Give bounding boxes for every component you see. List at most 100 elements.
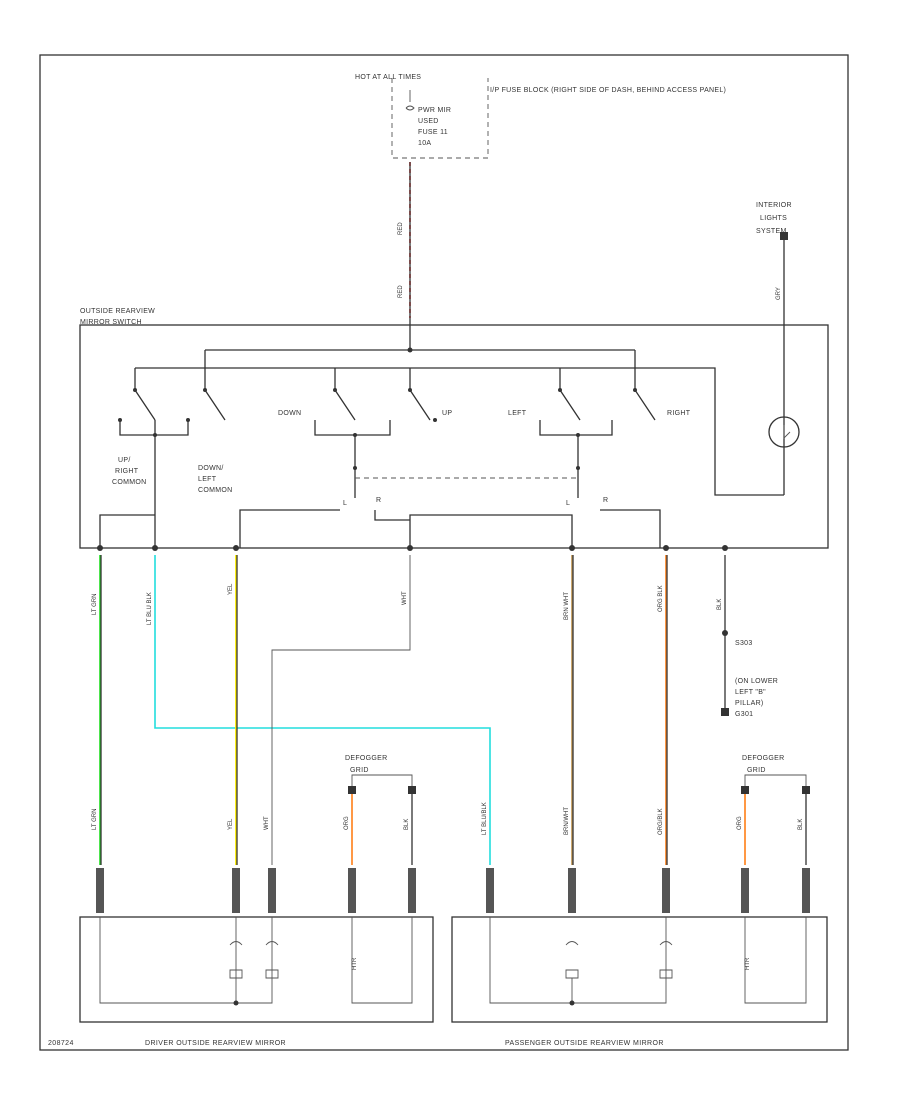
m-pin-3 bbox=[268, 868, 276, 913]
down-left-common-3: COMMON bbox=[198, 487, 232, 494]
mirror-switch-box bbox=[79, 324, 829, 549]
label-r-2: R bbox=[603, 497, 608, 504]
contact-1 bbox=[118, 418, 122, 422]
contact-6 bbox=[333, 388, 337, 392]
switch-lever-1 bbox=[134, 368, 156, 421]
defogger-2-pin-b bbox=[802, 786, 810, 794]
wire-label-blk-2: BLK bbox=[798, 819, 804, 830]
switch-title-1: OUTSIDE REARVIEW bbox=[80, 308, 155, 315]
outer-frame bbox=[39, 54, 849, 1051]
selector-right-out bbox=[374, 510, 573, 548]
defogger-grid-1 bbox=[351, 774, 413, 790]
driver-mirror-box bbox=[79, 916, 434, 1023]
defogger-label-2a: DEFOGGER bbox=[742, 755, 784, 762]
contact-5 bbox=[203, 388, 207, 392]
contact-11 bbox=[558, 388, 562, 392]
wire-label-lt-grn-b: LT GRN bbox=[92, 809, 98, 830]
contact-4 bbox=[133, 388, 137, 392]
pin-a bbox=[97, 545, 103, 551]
switch-lever-6 bbox=[634, 368, 656, 421]
label-l-1: L bbox=[343, 500, 347, 507]
fuse-label-2: USED bbox=[418, 118, 439, 125]
down-left-common-1: DOWN/ bbox=[198, 465, 224, 472]
fuse-block-text: I/P FUSE BLOCK (RIGHT SIDE OF DASH, BEHI… bbox=[490, 87, 726, 94]
interior-lights-label: INTERIOR bbox=[756, 202, 792, 209]
passenger-motor-2 bbox=[659, 941, 673, 979]
fuse-block-location: I/P FUSE BLOCK (RIGHT SIDE OF DASH, BEHI… bbox=[490, 87, 726, 94]
switch-connector-row bbox=[97, 545, 728, 551]
down-left-common-2: LEFT bbox=[198, 476, 217, 483]
interior-lights-label-2: LIGHTS bbox=[760, 215, 787, 222]
up-right-common-2: RIGHT bbox=[115, 468, 139, 475]
defogger-label-1a: DEFOGGER bbox=[345, 755, 387, 762]
switch-lever-2 bbox=[204, 368, 226, 421]
switch-lever-3 bbox=[334, 368, 356, 421]
label-down: DOWN bbox=[278, 410, 301, 417]
ground-location-3: PILLAR) bbox=[735, 700, 764, 707]
switch-contacts-center bbox=[314, 420, 391, 498]
wht-wire bbox=[271, 555, 411, 865]
fuse-label-3: FUSE 11 bbox=[418, 129, 448, 136]
contact-2 bbox=[153, 433, 157, 437]
diagram-code: 208724 bbox=[48, 1040, 74, 1047]
lamp-filament bbox=[783, 425, 791, 440]
m-pin-8 bbox=[662, 868, 670, 913]
interior-lights-label-3: SYSTEM bbox=[756, 228, 787, 235]
driver-mirror-label: DRIVER OUTSIDE REARVIEW MIRROR bbox=[145, 1040, 286, 1047]
wire-label-brn-wht-b: BRN/WHT bbox=[564, 807, 570, 835]
pin-f bbox=[663, 545, 669, 551]
passenger-heater-label: HTR bbox=[745, 957, 751, 970]
ground-location-1: (ON LOWER bbox=[735, 678, 778, 685]
up-right-common-1: UP/ bbox=[118, 457, 131, 464]
m-pin-4 bbox=[348, 868, 356, 913]
switch-lever-4 bbox=[409, 368, 431, 421]
wire-label-blk: BLK bbox=[717, 599, 723, 610]
selector-left-out bbox=[239, 509, 340, 548]
label-right: RIGHT bbox=[667, 410, 691, 417]
lt-blu-blk-wire bbox=[154, 555, 491, 865]
switch-bus-inner bbox=[135, 367, 784, 496]
splice-dot bbox=[722, 630, 728, 636]
fuse-label-4: 10A bbox=[418, 140, 431, 147]
contact-9 bbox=[433, 418, 437, 422]
interior-lights-connector bbox=[780, 232, 788, 240]
m-pin-2 bbox=[232, 868, 240, 913]
defogger-label-2b: GRID bbox=[747, 767, 766, 774]
defogger-label-1b: GRID bbox=[350, 767, 369, 774]
pin-d bbox=[407, 545, 413, 551]
contact-14 bbox=[576, 466, 580, 470]
pin-e bbox=[569, 545, 575, 551]
label-l-2: L bbox=[566, 500, 570, 507]
fuse-block-box bbox=[391, 78, 489, 159]
pin-c bbox=[233, 545, 239, 551]
switch-contacts-right bbox=[539, 420, 613, 498]
wire-label-org-1: ORG bbox=[344, 816, 350, 830]
wire-label-yel-b: YEL bbox=[228, 818, 234, 830]
wire-label-org-blk: ORG BLK bbox=[658, 585, 664, 612]
switch-title-2: MIRROR SWITCH bbox=[80, 319, 142, 326]
driver-mirror-inner bbox=[99, 917, 413, 1004]
wire-label-org-2: ORG bbox=[737, 816, 743, 830]
fuse-symbol bbox=[405, 90, 415, 111]
m-pin-1 bbox=[96, 868, 104, 913]
label-up: UP bbox=[442, 410, 452, 417]
wire-label-lt-blu-blk: LT BLU BLK bbox=[147, 592, 153, 625]
wire-label-wht: WHT bbox=[402, 591, 408, 605]
defogger-grid-2 bbox=[744, 774, 807, 790]
contact-13 bbox=[576, 433, 580, 437]
defogger-1-pin-a bbox=[348, 786, 356, 794]
switch-lever-5 bbox=[559, 368, 581, 421]
ground-symbol bbox=[721, 708, 729, 716]
contact-10 bbox=[353, 466, 357, 470]
passenger-mirror-label: PASSENGER OUTSIDE REARVIEW MIRROR bbox=[505, 1040, 664, 1047]
up-right-common-3: COMMON bbox=[112, 479, 146, 486]
pin-b bbox=[152, 545, 158, 551]
passenger-mirror-box bbox=[451, 916, 828, 1023]
wire-label-red-bottom: RED bbox=[398, 285, 404, 298]
label-r-1: R bbox=[376, 497, 381, 504]
wire-label-brn-wht: BRN WHT bbox=[564, 592, 570, 620]
contact-8 bbox=[353, 433, 357, 437]
driver-motor-1 bbox=[229, 941, 243, 979]
m-pin-6 bbox=[486, 868, 494, 913]
